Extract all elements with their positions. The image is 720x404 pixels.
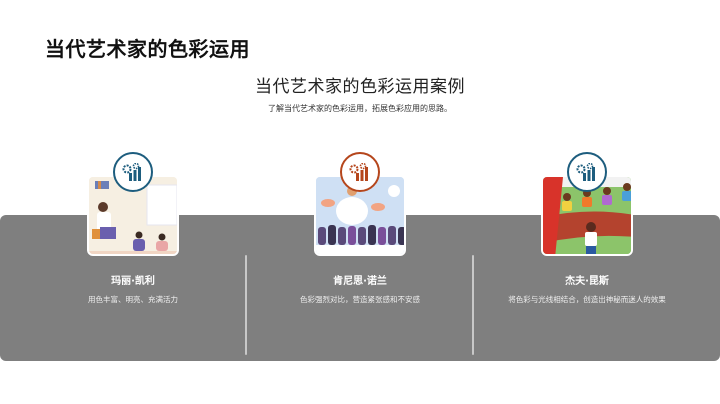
artist-name: 玛丽·凯利 [111,276,155,287]
artist-description: 用色丰富、明亮、充满活力 [88,295,178,304]
artist-name: 肯尼思·诺兰 [333,276,387,287]
chart-gear-icon [340,152,380,192]
section-subtitle: 了解当代艺术家的色彩运用，拓展色彩应用的思路。 [268,104,452,113]
section-title: 当代艺术家的色彩运用案例 [255,77,465,97]
artist-card: 杰夫·昆斯 将色彩与光线相结合，创造出神秘而迷人的效果 [472,150,702,360]
artist-description: 色彩强烈对比，营造紧张感和不安感 [300,295,420,304]
divider [472,255,474,355]
artist-card: 玛丽·凯利 用色丰富、明亮、充满活力 [18,150,248,360]
chart-gear-icon [113,152,153,192]
classroom-illustration [87,175,179,256]
artist-description: 将色彩与光线相结合，创造出神秘而迷人的效果 [508,295,666,304]
artist-card: 肯尼思·诺兰 色彩强烈对比，营造紧张感和不安感 [245,150,475,360]
chart-gear-icon [567,152,607,192]
artist-name: 杰夫·昆斯 [565,276,609,287]
divider [245,255,247,355]
page-title: 当代艺术家的色彩运用 [45,37,250,61]
